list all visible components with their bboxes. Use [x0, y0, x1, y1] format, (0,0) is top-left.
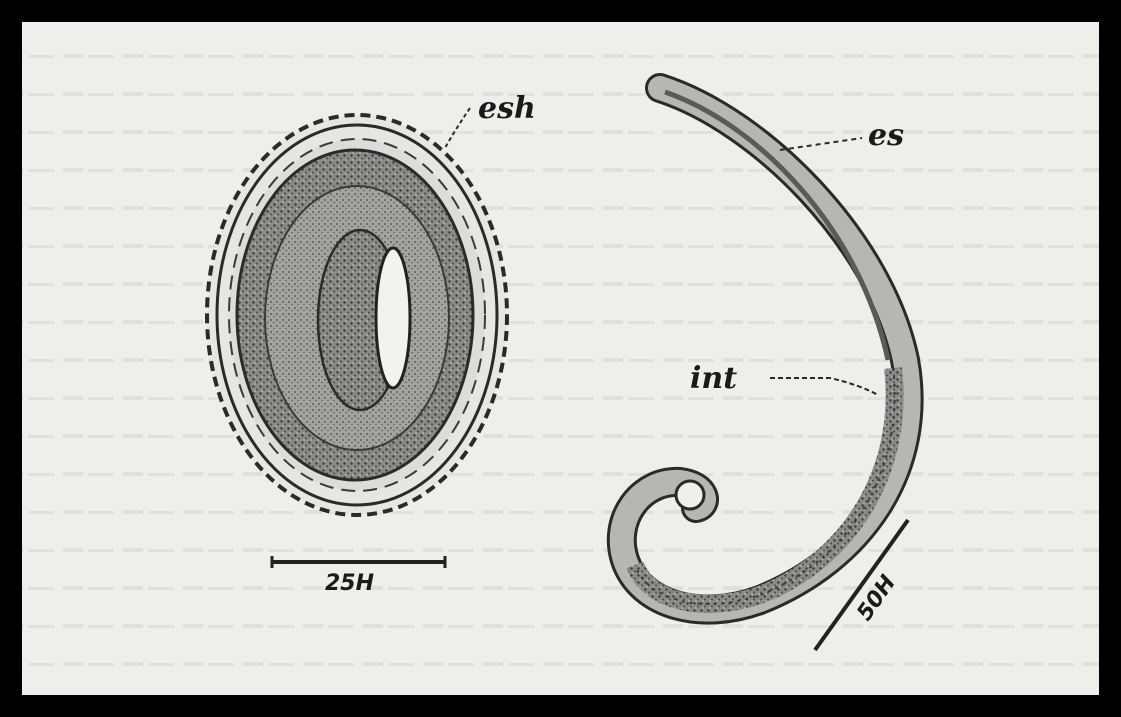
larva-tail-tip — [676, 481, 704, 509]
egg-scale-label: 25H — [325, 571, 374, 596]
int-label: int — [690, 361, 737, 396]
esh-label: esh — [478, 91, 536, 126]
background-texture — [22, 22, 1099, 695]
egg-drawing — [207, 115, 507, 515]
es-label: es — [868, 118, 904, 153]
egg-central-lumen — [376, 248, 410, 388]
